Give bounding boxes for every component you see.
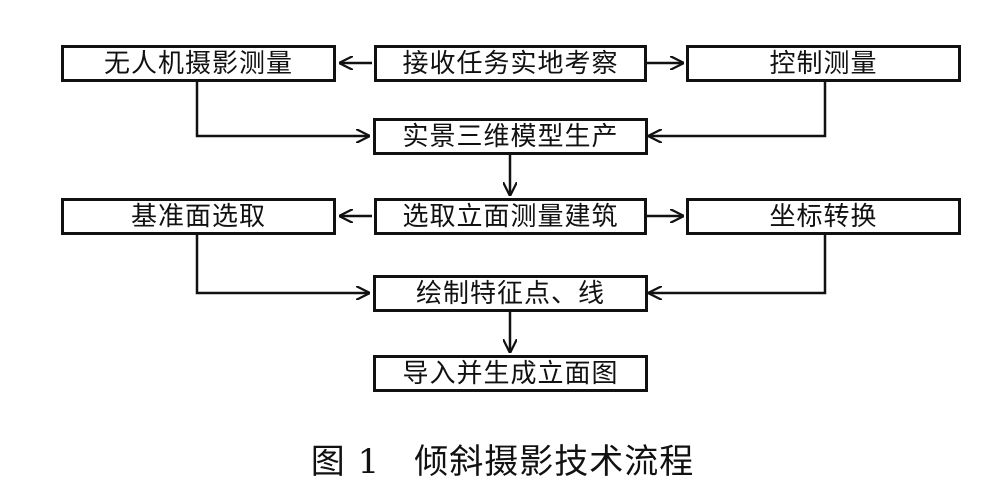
node-model-production-label: 实景三维模型生产 bbox=[402, 121, 619, 152]
node-control-survey-label: 控制测量 bbox=[769, 48, 878, 79]
arrow-coord-to-draw bbox=[648, 235, 827, 293]
node-uav-photogrammetry-label: 无人机摄影测量 bbox=[103, 48, 293, 79]
node-select-facade-label: 选取立面测量建筑 bbox=[402, 201, 619, 232]
node-draw-features-label: 绘制特征点、线 bbox=[415, 278, 605, 309]
arrow-control-to-model bbox=[648, 80, 827, 136]
arrow-datum-to-draw bbox=[195, 235, 370, 293]
node-datum-selection: 基准面选取 bbox=[61, 198, 336, 235]
node-model-production: 实景三维模型生产 bbox=[373, 118, 648, 155]
node-draw-features: 绘制特征点、线 bbox=[373, 275, 648, 312]
node-import-generate: 导入并生成立面图 bbox=[373, 355, 648, 392]
node-import-generate-label: 导入并生成立面图 bbox=[402, 358, 619, 389]
arrow-uav-to-model bbox=[195, 80, 370, 136]
node-coordinate-transform-label: 坐标转换 bbox=[769, 201, 878, 232]
node-uav-photogrammetry: 无人机摄影测量 bbox=[61, 45, 336, 82]
node-datum-selection-label: 基准面选取 bbox=[130, 201, 266, 232]
node-control-survey: 控制测量 bbox=[686, 45, 961, 82]
node-select-facade: 选取立面测量建筑 bbox=[374, 198, 647, 235]
node-receive-task-label: 接收任务实地考察 bbox=[402, 48, 619, 79]
node-coordinate-transform: 坐标转换 bbox=[686, 198, 961, 235]
figure-caption: 图 1 倾斜摄影技术流程 bbox=[0, 434, 1005, 483]
figure-number: 图 1 bbox=[310, 442, 381, 482]
node-receive-task: 接收任务实地考察 bbox=[374, 45, 647, 82]
figure-title: 倾斜摄影技术流程 bbox=[414, 442, 695, 482]
